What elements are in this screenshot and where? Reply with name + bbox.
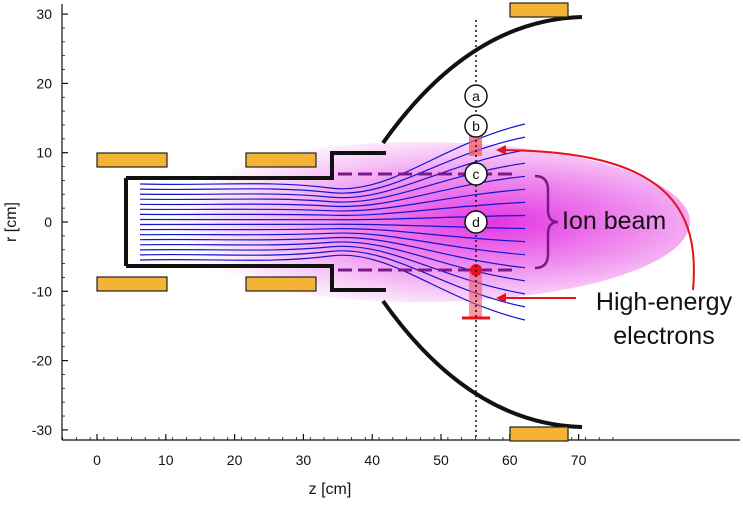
- upper-electron-arrow: [496, 145, 695, 291]
- coil: [96, 276, 168, 292]
- y-tick-label: 10: [36, 145, 52, 161]
- lower-dome-wall: [381, 299, 583, 429]
- ion-beam-brace: [534, 174, 559, 270]
- lower-electron-band: [469, 271, 482, 317]
- x-axis-label: z [cm]: [309, 481, 352, 498]
- coil: [509, 2, 569, 18]
- field-line: [139, 254, 526, 321]
- upper-chamber-wall: [126, 151, 386, 180]
- probe-label: a: [472, 88, 480, 104]
- x-tick-label: 0: [93, 452, 101, 468]
- y-tick-label: 0: [44, 214, 52, 230]
- field-line: [139, 175, 526, 208]
- y-axis-label: r [cm]: [3, 202, 20, 242]
- field-line: [139, 188, 526, 212]
- beam-edges: [338, 172, 518, 272]
- probe-markers: a b c d: [464, 84, 488, 234]
- probe-marker-c: c: [464, 162, 488, 186]
- probe-label: c: [473, 166, 480, 182]
- field-line: [139, 241, 526, 282]
- x-tick-label: 60: [502, 452, 518, 468]
- field-line: [139, 245, 526, 295]
- high-energy-label-line1: High-energy: [596, 288, 733, 316]
- field-line: [139, 228, 526, 243]
- y-tick-label: -30: [32, 422, 52, 438]
- field-line: [139, 136, 526, 194]
- coil: [245, 276, 317, 292]
- probe-marker-b: b: [464, 114, 488, 138]
- field-line: [139, 214, 526, 221]
- x-tick-label: 30: [296, 452, 312, 468]
- field-line: [139, 162, 526, 203]
- y-ticks: 30 20 10 0 -10 -20 -30: [32, 6, 68, 438]
- y-tick-label: 20: [36, 75, 52, 91]
- x-tick-label: 70: [571, 452, 587, 468]
- x-tick-label: 10: [158, 452, 174, 468]
- coil: [509, 426, 569, 442]
- x-ticks: 0 10 20 30 40 50 60 70: [62, 434, 614, 468]
- field-line: [139, 236, 526, 269]
- field-line: [139, 223, 526, 230]
- probe-marker-d: d: [464, 210, 488, 234]
- magnet-coils: [96, 2, 569, 442]
- plasma-glow: [150, 142, 690, 302]
- y-tick-label: 30: [36, 6, 52, 22]
- coil: [245, 152, 317, 168]
- field-line: [139, 149, 526, 199]
- probe-marker-a: a: [464, 84, 488, 108]
- y-tick-label: -20: [32, 353, 52, 369]
- field-line: [139, 201, 526, 216]
- ion-beam-label: Ion beam: [562, 207, 666, 235]
- x-tick-label: 50: [433, 452, 449, 468]
- lower-chamber-wall: [126, 264, 386, 292]
- high-energy-label-line2: electrons: [613, 322, 714, 350]
- coil: [96, 152, 168, 168]
- x-tick-label: 40: [364, 452, 380, 468]
- field-line: [139, 123, 526, 190]
- probe-label: b: [472, 118, 480, 134]
- probe-label: d: [472, 214, 480, 230]
- chamber-walls: [124, 15, 583, 429]
- field-lines: [139, 123, 526, 321]
- field-line: [139, 232, 526, 256]
- y-tick-label: -10: [32, 283, 52, 299]
- field-line: [139, 250, 526, 308]
- x-tick-label: 20: [227, 452, 243, 468]
